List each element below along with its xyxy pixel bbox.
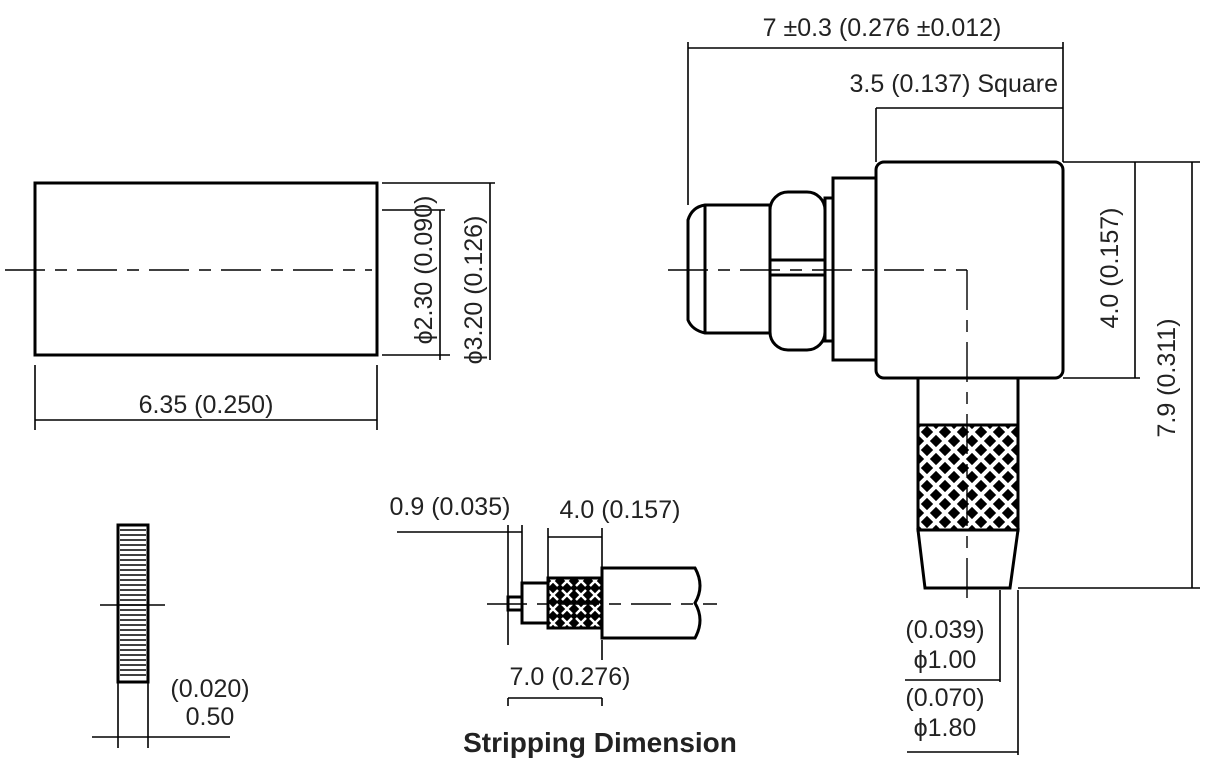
ferrule-view: 6.35 (0.250) ϕ2.30 (0.090) ϕ3.20 (0.126) — [5, 181, 495, 430]
washer-view: (0.020) 0.50 — [92, 523, 250, 748]
total-strip-length-label: 7.0 (0.276) — [510, 663, 631, 691]
washer-thickness-in-label: (0.020) — [170, 675, 249, 703]
body-height-label: 4.0 (0.157) — [1096, 208, 1124, 329]
stripping-dimension-title: Stripping Dimension — [463, 727, 737, 758]
stripping-view: 0.9 (0.035) 4.0 (0.157) 7.0 (0.276) Stri… — [390, 493, 737, 758]
overall-height-label: 7.9 (0.311) — [1153, 318, 1181, 437]
cable-outer-mm-label: ϕ1.80 — [914, 714, 977, 742]
washer-thickness-mm-label: 0.50 — [186, 703, 235, 731]
ferrule-length-label: 6.35 (0.250) — [139, 391, 274, 419]
connector-view: 7 ±0.3 (0.276 ±0.012) 3.5 (0.137) Square… — [668, 14, 1200, 755]
pin-length-label: 0.9 (0.035) — [390, 493, 511, 521]
overall-length-label: 7 ±0.3 (0.276 ±0.012) — [763, 14, 1002, 42]
square-size-label: 3.5 (0.137) Square — [850, 70, 1058, 98]
cable-inner-mm-label: ϕ1.00 — [914, 646, 977, 674]
cable-inner-in-label: (0.039) — [905, 616, 984, 644]
ferrule-inner-diameter-label: ϕ2.30 (0.090) — [410, 196, 438, 345]
braid-length-label: 4.0 (0.157) — [560, 496, 681, 524]
cable-outer-in-label: (0.070) — [905, 684, 984, 712]
ferrule-outer-diameter-label: ϕ3.20 (0.126) — [460, 216, 488, 365]
